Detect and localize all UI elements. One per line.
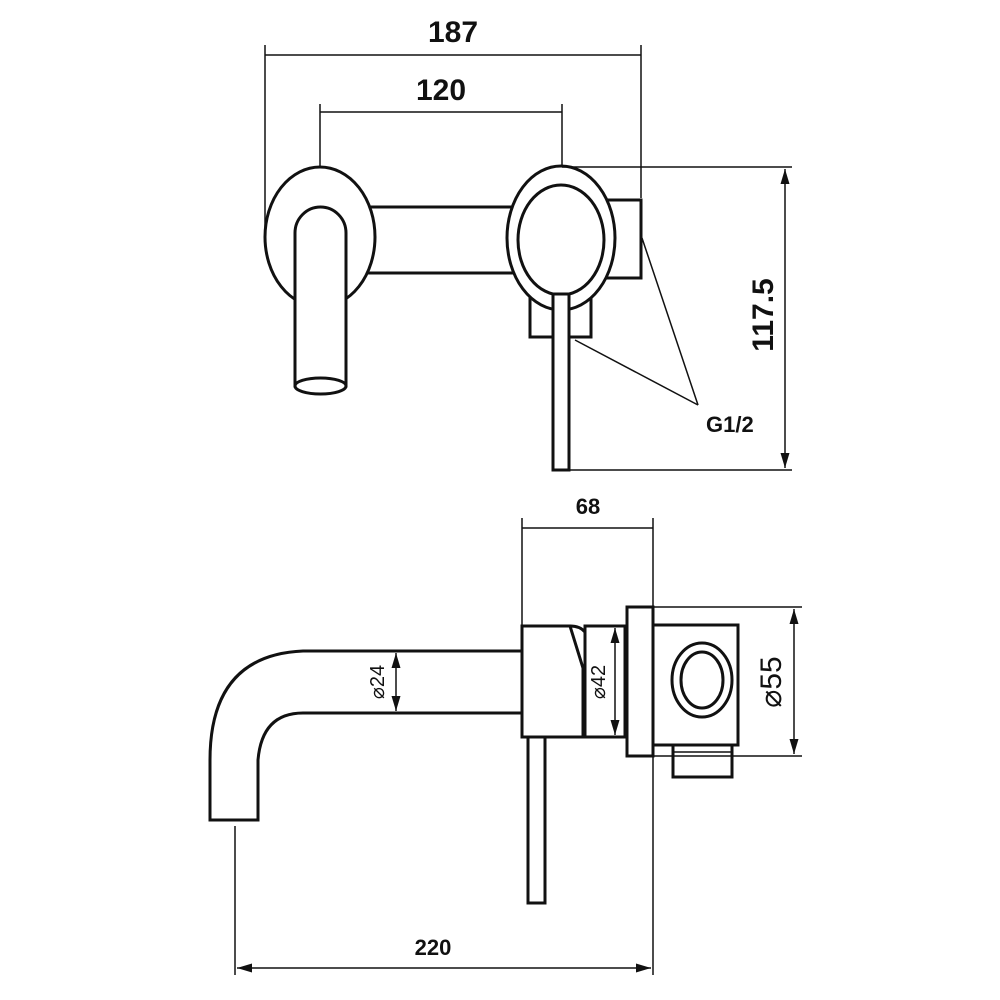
dimension-label-escutcheon-diameter: ⌀55	[755, 656, 788, 707]
spout-side	[208, 649, 524, 822]
dimension-label-body-diameter: ⌀42	[588, 665, 610, 699]
body-bar	[358, 205, 522, 275]
dimension-label-width: 187	[428, 16, 478, 49]
dimension-diameter-24: ⌀24	[367, 653, 401, 711]
spout-outlet	[293, 376, 348, 396]
dimension-label-spout-diameter: ⌀24	[367, 665, 389, 699]
dimension-220: 220	[234, 826, 651, 975]
inlet-nub	[671, 743, 734, 779]
dimension-label-depth: 68	[576, 494, 600, 519]
dimension-diameter-55: ⌀55	[653, 606, 802, 757]
valve-port-inner	[679, 650, 725, 710]
side-view: 68 ⌀24 ⌀42 ⌀55	[208, 494, 802, 975]
mixer-body	[520, 624, 585, 739]
dimension-120: 120	[319, 74, 563, 167]
mixer-lever-side	[526, 735, 547, 905]
connection-callout: G1/2	[574, 237, 754, 437]
dimension-187: 187	[264, 16, 642, 228]
mixer-lever	[551, 292, 571, 472]
wall-flange	[625, 605, 655, 758]
front-view: 187 120 117.5	[263, 16, 792, 472]
spout-front	[293, 205, 348, 388]
dimension-label-center-distance: 120	[416, 74, 466, 107]
dimension-117-5: 117.5	[562, 166, 792, 471]
connection-label: G1/2	[706, 412, 754, 437]
dimension-label-projection: 220	[415, 935, 452, 960]
dimension-diameter-42: ⌀42	[588, 628, 620, 735]
mixer-handle-hub	[516, 183, 606, 297]
dimension-label-height: 117.5	[747, 278, 780, 351]
